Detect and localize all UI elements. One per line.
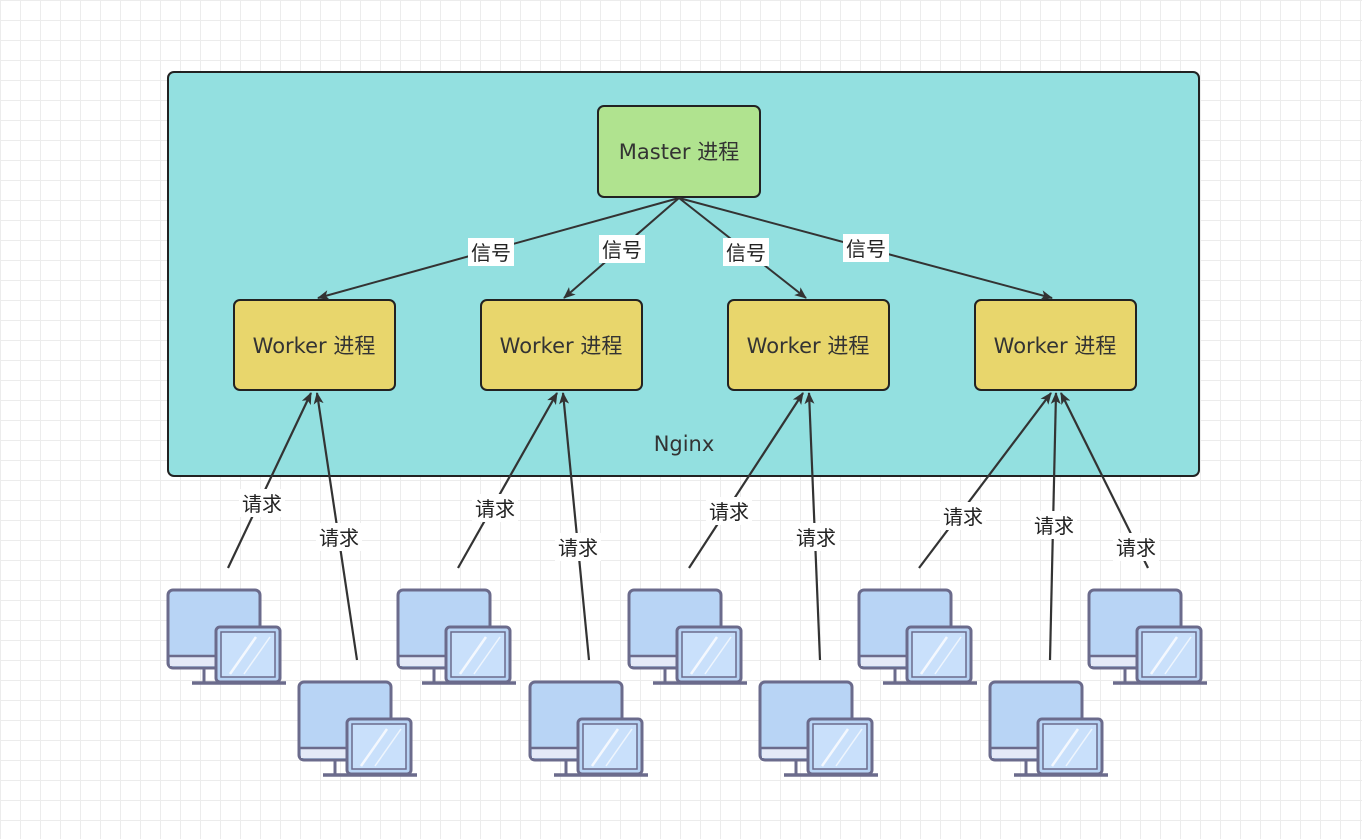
request-label: 请求 [558,536,598,560]
worker-process-4: Worker 进程 [974,299,1137,391]
signal-label: 信号 [846,237,886,261]
request-label: 请求 [1034,514,1074,538]
request-arrow [457,392,558,569]
request-arrow [918,392,1052,569]
worker-process-label: Worker 进程 [747,334,870,358]
worker-process-label: Worker 进程 [253,334,376,358]
desktop-monitor-icon [297,680,417,777]
signal-label: 信号 [471,241,511,265]
desktop-monitor-icon [396,588,516,685]
desktop-monitor-icon [528,680,648,777]
request-label: 请求 [242,492,282,516]
desktop-monitor-icon [166,588,286,685]
worker-process-3: Worker 进程 [727,299,890,391]
desktop-monitor-icon [857,588,977,685]
request-label: 请求 [796,526,836,550]
desktop-monitor-icon [988,680,1108,777]
desktop-monitor-icon [758,680,878,777]
client-computers [166,588,1207,777]
master-process-box [597,105,761,198]
request-arrow [559,392,591,661]
worker-process-label: Worker 进程 [500,334,623,358]
request-label: 请求 [1116,536,1156,560]
worker-process-2: Worker 进程 [480,299,643,391]
desktop-monitor-icon [627,588,747,685]
request-arrow [227,392,312,569]
request-label: 请求 [475,497,515,521]
signal-label: 信号 [726,241,766,265]
signal-labels: 信号 信号 信号 信号 [468,234,889,266]
request-label: 请求 [319,526,359,550]
request-labels: 请求 请求 请求 请求 请求 请求 请求 请求 请求 [239,489,1159,561]
worker-process-label: Worker 进程 [994,334,1117,358]
signal-label: 信号 [602,238,642,262]
nginx-container [167,71,1200,477]
master-process-label: Master 进程 [619,140,739,164]
worker-process-1: Worker 进程 [233,299,396,391]
desktop-monitor-icon [1087,588,1207,685]
nginx-label: Nginx [654,432,715,456]
request-arrow [688,392,804,569]
request-label: 请求 [709,500,749,524]
request-label: 请求 [943,505,983,529]
